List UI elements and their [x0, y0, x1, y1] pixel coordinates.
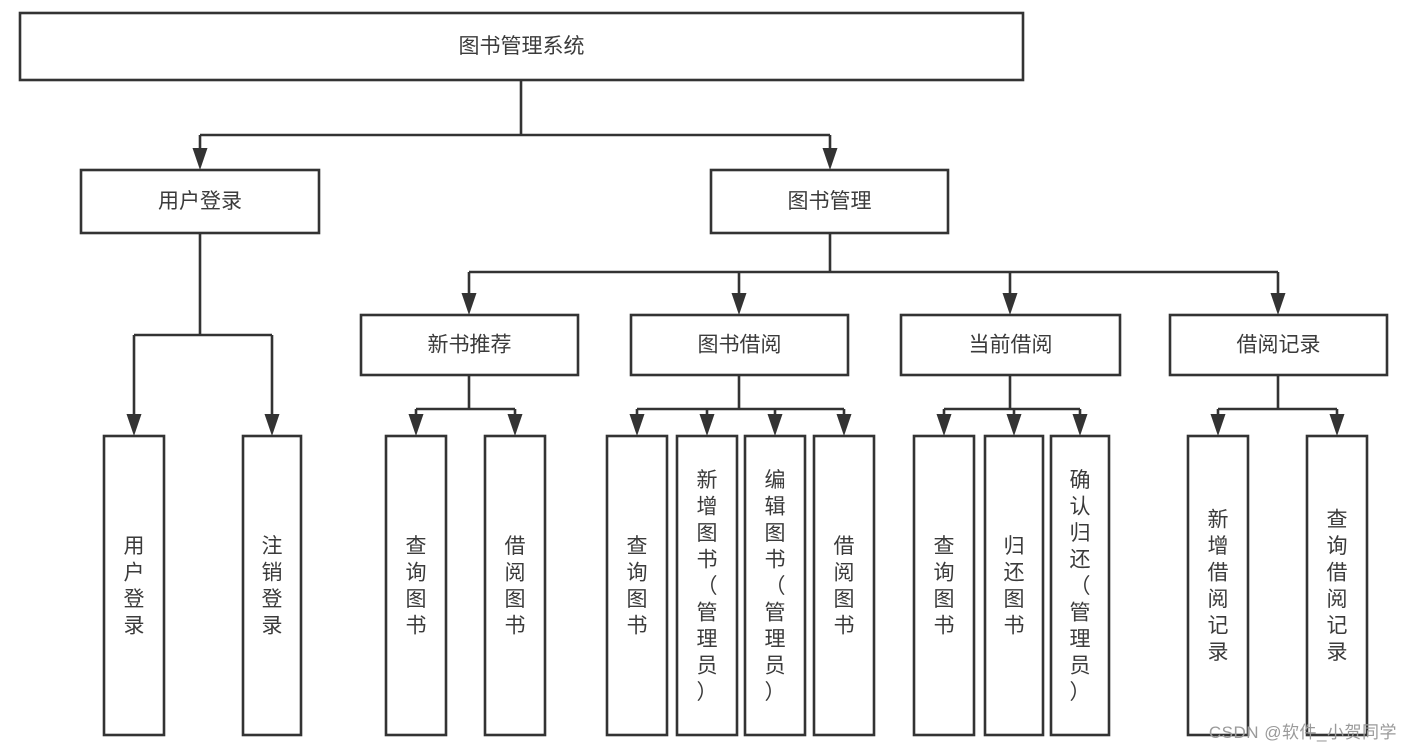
connector-group-newbooks-to-leaves [408, 375, 523, 436]
arrow-head-icon [126, 414, 142, 436]
leaf-box[interactable] [605, 434, 669, 737]
level2-box[interactable] [709, 168, 950, 235]
leaf-node[interactable]: 新增图书（管理员） [675, 434, 739, 737]
arrow-head-icon [767, 414, 783, 436]
leaf-label: 查询图书 [406, 535, 427, 638]
leaf-label: 查询图书 [627, 535, 648, 638]
level2-node[interactable]: 用户登录 [79, 168, 321, 235]
level3-node[interactable]: 新书推荐 [359, 313, 580, 377]
leaf-label: 新增借阅记录 [1208, 509, 1229, 665]
arrow-head-icon [264, 414, 280, 436]
level3-box[interactable] [1168, 313, 1389, 377]
level3-label: 图书借阅 [698, 334, 782, 357]
leaf-node[interactable]: 新增借阅记录 [1186, 434, 1250, 737]
leaf-node[interactable]: 归还图书 [983, 434, 1045, 737]
leaf-label: 新增图书（管理员） [697, 469, 718, 704]
arrow-head-icon [192, 148, 208, 170]
root-box[interactable] [18, 11, 1025, 82]
level3-node[interactable]: 当前借阅 [899, 313, 1122, 377]
leaf-label: 归还图书 [1004, 535, 1025, 638]
leaf-node[interactable]: 借阅图书 [812, 434, 876, 737]
arrow-head-icon [629, 414, 645, 436]
leaf-box[interactable] [912, 434, 976, 737]
arrow-head-icon [1270, 293, 1286, 315]
level3-label: 当前借阅 [969, 334, 1053, 357]
connector-group-records-to-leaves [1210, 375, 1345, 436]
connector-group-root-to-level2 [192, 80, 838, 170]
arrow-head-icon [461, 293, 477, 315]
level3-box[interactable] [899, 313, 1122, 377]
arrow-head-icon [1002, 293, 1018, 315]
leaf-label: 编辑图书（管理员） [765, 469, 786, 704]
leaf-box[interactable] [812, 434, 876, 737]
leaf-node[interactable]: 用户登录 [102, 434, 166, 737]
arrow-head-icon [1006, 414, 1022, 436]
arrow-head-icon [1329, 414, 1345, 436]
arrow-head-icon [836, 414, 852, 436]
level3-label: 借阅记录 [1237, 334, 1321, 357]
leaf-label: 注销登录 [262, 535, 283, 638]
connector-layer [126, 80, 1345, 436]
level3-label: 新书推荐 [428, 334, 512, 357]
leaf-node[interactable]: 查询借阅记录 [1305, 434, 1369, 737]
leaf-node[interactable]: 查询图书 [384, 434, 448, 737]
arrow-head-icon [731, 293, 747, 315]
leaf-box[interactable] [483, 434, 547, 737]
root-node[interactable]: 图书管理系统 [18, 11, 1025, 82]
leaf-box[interactable] [983, 434, 1045, 737]
root-label: 图书管理系统 [459, 35, 585, 58]
leaf-box[interactable] [1305, 434, 1369, 737]
leaf-box[interactable] [675, 434, 739, 737]
connector-group-borrow-to-leaves [629, 375, 852, 436]
leaf-node[interactable]: 查询图书 [605, 434, 669, 737]
level2-node[interactable]: 图书管理 [709, 168, 950, 235]
watermark-text: CSDN @软件_小贺同学 [1208, 723, 1397, 742]
arrow-head-icon [507, 414, 523, 436]
leaf-node[interactable]: 编辑图书（管理员） [743, 434, 807, 737]
leaf-box[interactable] [1186, 434, 1250, 737]
arrow-head-icon [822, 148, 838, 170]
leaf-node[interactable]: 注销登录 [241, 434, 303, 737]
leaf-box[interactable] [743, 434, 807, 737]
arrow-head-icon [699, 414, 715, 436]
leaf-node[interactable]: 借阅图书 [483, 434, 547, 737]
leaf-box[interactable] [102, 434, 166, 737]
level2-label: 图书管理 [788, 190, 872, 213]
leaf-box[interactable] [241, 434, 303, 737]
arrow-head-icon [936, 414, 952, 436]
connector-group-current-to-leaves [936, 375, 1088, 436]
leaf-label: 用户登录 [124, 535, 145, 638]
leaf-label: 借阅图书 [505, 535, 526, 638]
level2-box[interactable] [79, 168, 321, 235]
leaf-label: 查询借阅记录 [1327, 509, 1348, 665]
level2-label: 用户登录 [158, 190, 242, 213]
leaf-label: 确认归还（管理员） [1070, 469, 1091, 704]
arrow-head-icon [1210, 414, 1226, 436]
leaf-label: 查询图书 [934, 535, 955, 638]
leaf-node[interactable]: 确认归还（管理员） [1049, 434, 1111, 737]
node-layer: 图书管理系统用户登录图书管理新书推荐图书借阅当前借阅借阅记录用户登录注销登录查询… [18, 11, 1389, 737]
leaf-box[interactable] [1049, 434, 1111, 737]
arrow-head-icon [1072, 414, 1088, 436]
level3-box[interactable] [359, 313, 580, 377]
leaf-box[interactable] [384, 434, 448, 737]
level3-node[interactable]: 借阅记录 [1168, 313, 1389, 377]
arrow-head-icon [408, 414, 424, 436]
connector-group-books-to-level3 [461, 233, 1286, 315]
leaf-label: 借阅图书 [834, 535, 855, 638]
level3-box[interactable] [629, 313, 850, 377]
leaf-node[interactable]: 查询图书 [912, 434, 976, 737]
level3-node[interactable]: 图书借阅 [629, 313, 850, 377]
connector-group-login-to-leaves [126, 233, 280, 436]
